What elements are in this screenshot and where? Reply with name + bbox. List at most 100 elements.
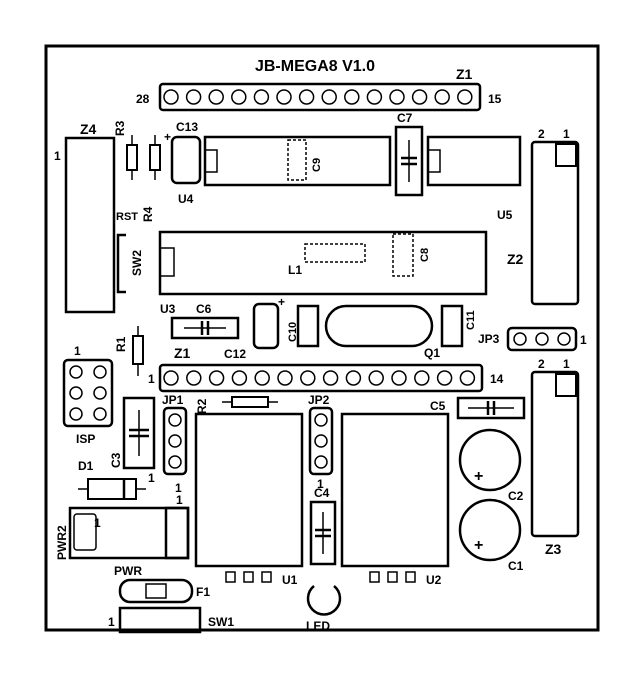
header-pin xyxy=(322,370,339,386)
header-pin xyxy=(208,370,225,386)
label-z3-pin2: 2 xyxy=(538,357,545,371)
capacitor-c3 xyxy=(122,396,156,470)
regulator-u2 xyxy=(340,412,450,583)
label-jp2-pin1: 1 xyxy=(317,477,324,491)
label-l1: L1 xyxy=(288,263,302,277)
crystal-q1 xyxy=(324,304,434,348)
header-pin xyxy=(321,89,337,105)
resistor-r2 xyxy=(222,396,278,408)
label-jp2: JP2 xyxy=(308,393,330,407)
label-r1: R1 xyxy=(114,336,128,352)
resistor-r3 xyxy=(126,135,138,180)
label-jp1-pin1: 1 xyxy=(175,481,182,495)
label-pwr2: PWR2 xyxy=(55,525,69,560)
header-pin xyxy=(459,370,476,386)
header-pin xyxy=(344,89,360,105)
header-pin xyxy=(391,370,407,386)
jumper-jp2 xyxy=(308,406,334,476)
label-c1-plus: + xyxy=(474,537,483,554)
jumper-jp1 xyxy=(162,406,188,476)
header-pin xyxy=(300,370,316,386)
label-q1: Q1 xyxy=(424,346,440,360)
label-c6: C6 xyxy=(196,302,212,316)
header-pin xyxy=(186,370,202,386)
chip-u5 xyxy=(426,135,522,187)
label-pwr: PWR xyxy=(114,564,142,578)
label-u2: U2 xyxy=(426,573,442,587)
header-pin xyxy=(208,89,224,105)
header-pin xyxy=(389,89,405,105)
label-u4: U4 xyxy=(178,192,194,206)
header-pin xyxy=(185,89,202,105)
label-c13-plus: + xyxy=(164,130,171,144)
label-z1-mid-pin14: 14 xyxy=(490,372,504,386)
header-z3 xyxy=(530,370,580,538)
label-jp3-pin1: 1 xyxy=(580,333,587,347)
label-c5: C5 xyxy=(430,399,446,413)
label-u1: U1 xyxy=(282,573,298,587)
label-z3: Z3 xyxy=(545,541,562,557)
header-pin xyxy=(345,370,362,386)
socket-z4 xyxy=(64,136,116,314)
label-z4: Z4 xyxy=(80,121,97,137)
label-c11: C11 xyxy=(465,310,477,330)
header-pin xyxy=(368,370,384,386)
label-z3-pin1: 1 xyxy=(563,357,570,371)
label-c12-plus: + xyxy=(278,295,285,309)
header-z1-mid xyxy=(158,363,484,393)
capacitor-c6 xyxy=(170,316,240,340)
label-z2-pin1: 1 xyxy=(563,127,570,141)
label-r4: R4 xyxy=(141,206,155,222)
capacitor-c1 xyxy=(458,498,522,562)
label-led: LED xyxy=(306,619,330,633)
fuse-f1 xyxy=(118,578,194,604)
header-pin xyxy=(163,370,179,386)
header-pin xyxy=(231,370,248,386)
label-d1-pin1: 1 xyxy=(148,471,155,485)
capacitor-c5 xyxy=(456,396,526,420)
label-u5: U5 xyxy=(497,208,513,222)
label-f1: F1 xyxy=(196,585,210,599)
label-isp-pin1: 1 xyxy=(74,344,81,358)
label-c13: C13 xyxy=(176,120,198,134)
label-c4: C4 xyxy=(314,486,330,500)
label-c9: C9 xyxy=(311,158,323,172)
header-pin xyxy=(277,370,293,386)
label-c3: C3 xyxy=(109,452,123,468)
capacitor-c11 xyxy=(440,304,464,348)
label-r3: R3 xyxy=(113,120,127,136)
label-jp1: JP1 xyxy=(162,393,184,407)
header-pin xyxy=(436,370,453,386)
jumper-jp3 xyxy=(506,326,578,352)
header-pin xyxy=(163,89,179,105)
board-outline xyxy=(44,44,600,632)
label-isp: ISP xyxy=(76,432,95,446)
label-z2-pin2: 2 xyxy=(538,127,545,141)
label-z4-pin1: 1 xyxy=(54,149,61,163)
label-c2: C2 xyxy=(508,489,524,503)
header-pin xyxy=(411,89,428,105)
connector-pwr2 xyxy=(68,506,190,560)
label-c7: C7 xyxy=(397,111,413,125)
capacitor-c13 xyxy=(170,135,202,185)
header-pin xyxy=(254,370,270,386)
board-title: JB-MEGA8 V1.0 xyxy=(255,58,375,75)
resistor-r1 xyxy=(132,326,144,376)
diode-d1 xyxy=(78,478,146,500)
label-c2-plus: + xyxy=(474,468,483,485)
capacitor-c2 xyxy=(458,428,522,492)
label-d1: D1 xyxy=(78,459,94,473)
header-pin xyxy=(457,89,473,105)
chip-u4 xyxy=(203,135,392,187)
label-z1-mid-pin1: 1 xyxy=(148,372,155,386)
header-z2 xyxy=(530,140,580,306)
label-c1: C1 xyxy=(508,559,524,573)
header-pin xyxy=(276,89,292,105)
header-pin xyxy=(298,89,315,105)
header-z1-top xyxy=(158,82,482,112)
label-jp3: JP3 xyxy=(478,332,500,346)
header-isp xyxy=(62,358,114,428)
chip-u3 xyxy=(158,230,488,296)
header-pin xyxy=(231,89,247,105)
